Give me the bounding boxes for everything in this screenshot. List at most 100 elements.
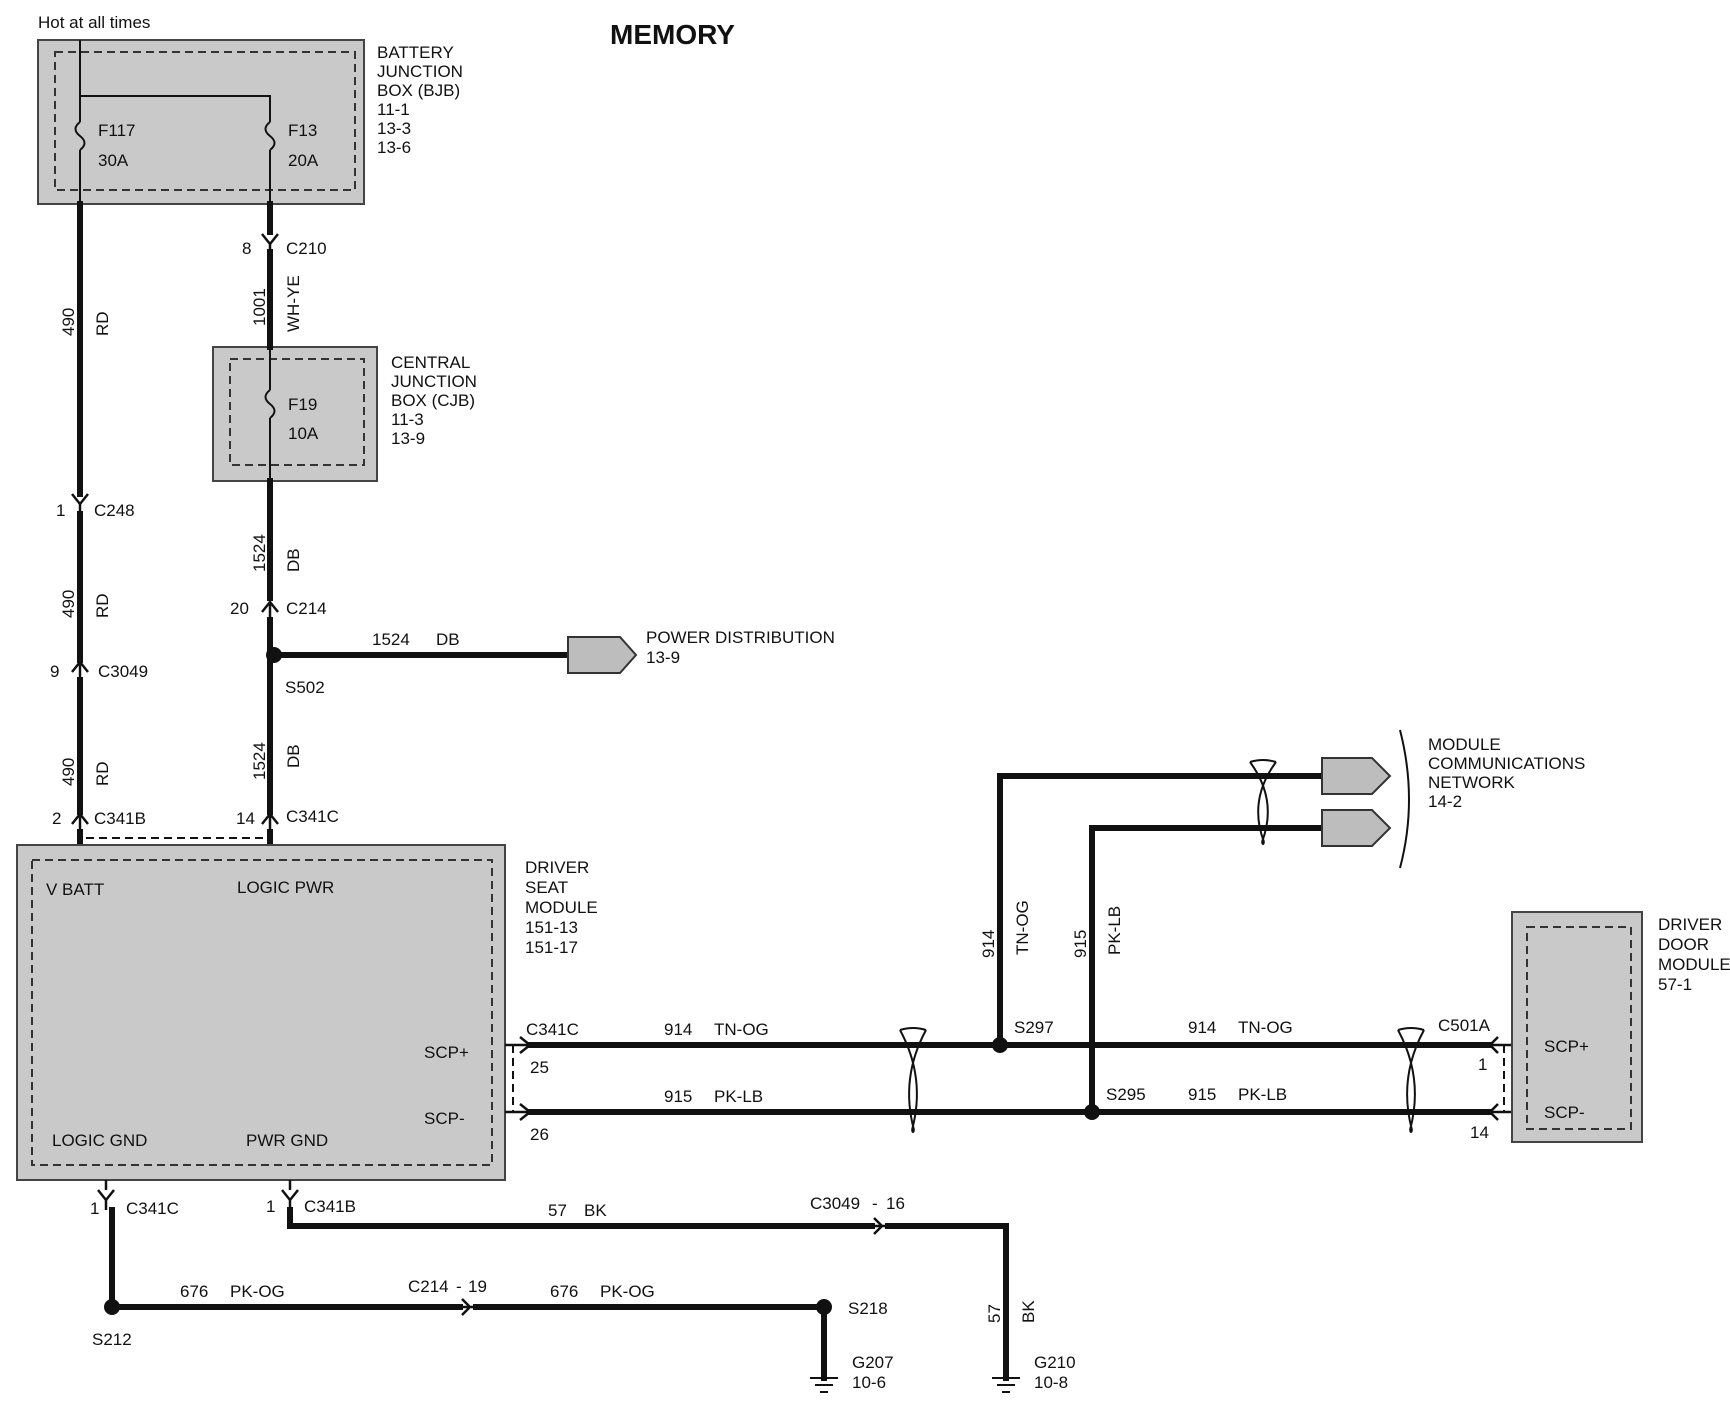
ddm-label-3: MODULE xyxy=(1658,955,1730,974)
wire-915-color: PK-LB xyxy=(1238,1085,1287,1104)
wire-1524-color: DB xyxy=(436,630,460,649)
wire-676-circuit: 676 xyxy=(180,1282,208,1301)
c341c-scp-plus-pin: 25 xyxy=(530,1058,549,1077)
connector-c341b-gnd-icon xyxy=(281,1180,299,1210)
fuse-f13-icon xyxy=(264,121,276,151)
dsm-pin-scp-plus: SCP+ xyxy=(424,1043,469,1062)
wire-914-color: TN-OG xyxy=(1013,900,1032,955)
dsm-ref-2: 151-17 xyxy=(525,938,578,957)
wire-1524-circuit: 1524 xyxy=(372,630,410,649)
ground-g210-icon xyxy=(992,1377,1020,1393)
splice-s218-label: S218 xyxy=(848,1299,888,1318)
power-distribution-arrow-icon xyxy=(567,636,638,674)
wire-57-circuit: 57 xyxy=(548,1201,567,1220)
power-distribution-ref: 13-9 xyxy=(646,648,680,667)
mcn-label-1: MODULE xyxy=(1428,735,1501,754)
c3049-name: C3049 xyxy=(98,662,148,681)
ddm-ref: 57-1 xyxy=(1658,975,1692,994)
dsm-pin-logic-pwr: LOGIC PWR xyxy=(237,878,334,897)
mcn-ref: 14-2 xyxy=(1428,792,1462,811)
splice-s502-label: S502 xyxy=(285,678,325,697)
c341c-scp-name: C341C xyxy=(526,1020,579,1039)
driver-seat-module: DRIVER SEAT MODULE 151-13 151-17 V BATT … xyxy=(16,844,598,1181)
c341c-pin: 14 xyxy=(236,809,255,828)
dsm-label-2: SEAT xyxy=(525,878,568,897)
c3049-gnd-pin: 16 xyxy=(886,1194,905,1213)
cjb-label-1: CENTRAL xyxy=(391,353,470,372)
diagram-title: MEMORY xyxy=(610,19,735,50)
c3049-gnd-name: C3049 xyxy=(810,1194,860,1213)
wire-490-color: RD xyxy=(93,761,112,786)
cjb-ref-1: 11-3 xyxy=(391,410,424,429)
wire-1524-circuit: 1524 xyxy=(250,534,269,572)
wire-1001-circuit: 1001 xyxy=(250,288,269,326)
ddm-pin-scp-minus: SCP- xyxy=(1544,1103,1585,1122)
wire-490-circuit: 490 xyxy=(59,590,78,618)
bjb-label-3: BOX (BJB) xyxy=(377,81,460,100)
c210-name: C210 xyxy=(286,239,327,258)
c341c-gnd-pin: 1 xyxy=(90,1199,99,1218)
cjb-ref-2: 13-9 xyxy=(391,429,425,448)
c341b-gnd-pin: 1 xyxy=(266,1197,275,1216)
connector-c341b-icon xyxy=(71,811,89,832)
fuse-f117-icon xyxy=(74,121,86,151)
network-arrow-icon xyxy=(1321,757,1392,795)
wire-57-color: BK xyxy=(1019,1300,1038,1323)
dsm-pin-logic-gnd: LOGIC GND xyxy=(52,1131,147,1150)
c341c-name: C341C xyxy=(286,807,339,826)
c214-gnd-name: C214 xyxy=(408,1277,449,1296)
twisted-pair-icon xyxy=(899,1027,927,1133)
connector-c501a-scp-plus-icon xyxy=(1488,1036,1512,1054)
wire-914-circuit: 914 xyxy=(1188,1018,1216,1037)
wire-57-circuit: 57 xyxy=(985,1304,1004,1323)
c214-gnd-pin: 19 xyxy=(468,1277,487,1296)
c214-pin: 20 xyxy=(230,599,249,618)
wire-1001-color: WH-YE xyxy=(284,275,303,332)
driver-door-module: DRIVER DOOR MODULE 57-1 SCP+ SCP- xyxy=(1511,911,1730,1143)
wire-915-circuit: 915 xyxy=(664,1087,692,1106)
fuse-f19-label: F19 xyxy=(288,395,317,414)
mcn-label-2: COMMUNICATIONS xyxy=(1428,754,1585,773)
wire-914-circuit: 914 xyxy=(979,930,998,958)
fuse-f117-rating: 30A xyxy=(98,151,129,170)
network-bracket-icon xyxy=(1399,729,1410,869)
dsm-pin-pwr-gnd: PWR GND xyxy=(246,1131,328,1150)
wire-1524-color: DB xyxy=(284,744,303,768)
wire-490-color: RD xyxy=(93,311,112,336)
c341c-scp-minus-pin: 26 xyxy=(530,1125,549,1144)
twisted-pair-icon xyxy=(1249,759,1277,845)
wire-914-circuit: 914 xyxy=(664,1020,692,1039)
dsm-pin-scp-minus: SCP- xyxy=(424,1109,465,1128)
wire-676-color: PK-OG xyxy=(230,1282,285,1301)
connector-c341c-scp-plus-icon xyxy=(505,1036,533,1054)
c248-pin: 1 xyxy=(56,501,65,520)
ground-g210-ref: 10-8 xyxy=(1034,1373,1068,1392)
wire-914-color: TN-OG xyxy=(714,1020,769,1039)
wire-915-color: PK-LB xyxy=(1105,906,1124,955)
wire-676-circuit: 676 xyxy=(550,1282,578,1301)
wire-1524-circuit: 1524 xyxy=(250,742,269,780)
ddm-pin-scp-plus: SCP+ xyxy=(1544,1037,1589,1056)
dsm-label-1: DRIVER xyxy=(525,858,589,877)
dsm-pin-vbatt: V BATT xyxy=(46,880,104,899)
wire-490-color: RD xyxy=(93,593,112,618)
wire-490-circuit: 490 xyxy=(59,308,78,336)
bjb-label-2: JUNCTION xyxy=(377,62,463,81)
dsm-ref-1: 151-13 xyxy=(525,918,578,937)
connector-c501a-scp-minus-icon xyxy=(1488,1103,1512,1121)
wire-914-color: TN-OG xyxy=(1238,1018,1293,1037)
c341c-gnd-name: C341C xyxy=(126,1199,179,1218)
c341b-name: C341B xyxy=(94,809,146,828)
battery-junction-box: BATTERY JUNCTION BOX (BJB) 11-1 13-3 13-… xyxy=(37,39,463,205)
hot-at-all-times-label: Hot at all times xyxy=(38,13,150,32)
wire-57-color: BK xyxy=(584,1201,607,1220)
wire-915-circuit: 915 xyxy=(1071,930,1090,958)
twisted-pair-icon xyxy=(1397,1027,1425,1133)
bjb-ref-1: 11-1 xyxy=(377,100,410,119)
mcn-label-3: NETWORK xyxy=(1428,773,1516,792)
c501a-name: C501A xyxy=(1438,1016,1491,1035)
fuse-f13-label: F13 xyxy=(288,121,317,140)
network-arrow-icon xyxy=(1321,809,1392,847)
cjb-label-2: JUNCTION xyxy=(391,372,477,391)
